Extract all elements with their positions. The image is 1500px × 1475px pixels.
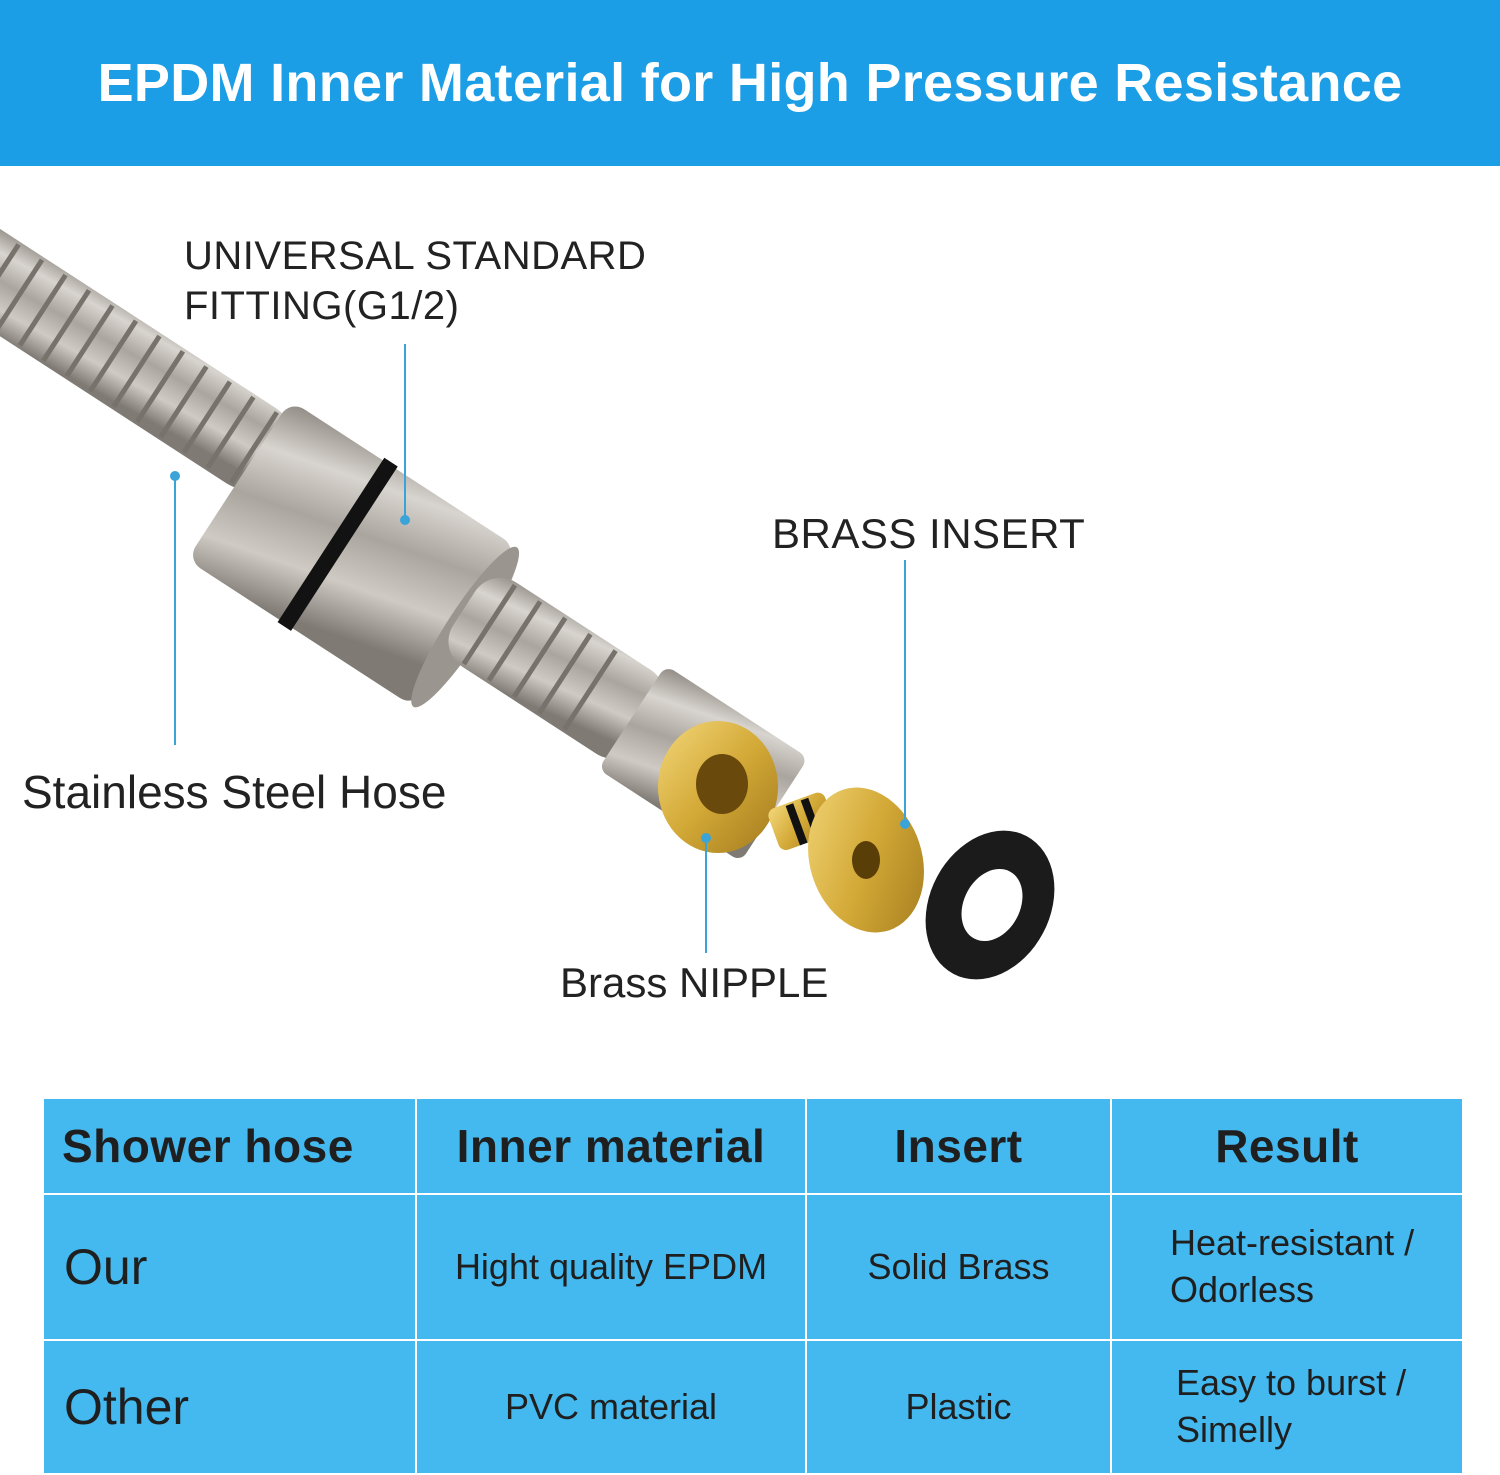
- row-material: PVC material: [415, 1339, 807, 1475]
- row-name: Our: [42, 1193, 417, 1341]
- row-result: Easy to burst / Simelly: [1110, 1339, 1464, 1475]
- row-result: Heat-resistant / Odorless: [1110, 1193, 1464, 1341]
- nipple-label: Brass NIPPLE: [560, 959, 829, 1006]
- fitting-label-line2: FITTING(G1/2): [184, 284, 460, 328]
- row-result-line1: Easy to burst /: [1176, 1362, 1407, 1404]
- stainless-steel-hose: [0, 210, 294, 490]
- header-banner: EPDM Inner Material for High Pressure Re…: [0, 0, 1500, 166]
- row-result-line2: Odorless: [1170, 1269, 1315, 1310]
- rubber-washer: [925, 830, 1055, 980]
- fitting-label: UNIVERSAL STANDARD FITTING(G1/2): [184, 231, 646, 331]
- hose-label: Stainless Steel Hose: [22, 766, 447, 818]
- row-result-line1: Heat-resistant /: [1170, 1222, 1415, 1264]
- table-row: Our Hight quality EPDM Solid Brass Heat-…: [42, 1193, 1464, 1341]
- fitting-label-line1: UNIVERSAL STANDARD: [184, 234, 647, 278]
- header-shower-hose: Shower hose: [42, 1097, 417, 1195]
- row-name: Other: [42, 1339, 417, 1475]
- brass-insert: [768, 787, 924, 933]
- header-result: Result: [1110, 1097, 1464, 1195]
- table-row: Other PVC material Plastic Easy to burst…: [42, 1339, 1464, 1475]
- row-result-line2: Simelly: [1176, 1409, 1293, 1450]
- brass-insert-label: BRASS INSERT: [772, 510, 1086, 557]
- callout-leaders: [170, 344, 910, 953]
- row-insert: Plastic: [805, 1339, 1112, 1475]
- comparison-table: Shower hose Inner material Insert Result…: [42, 1097, 1464, 1475]
- page-title: EPDM Inner Material for High Pressure Re…: [97, 53, 1403, 113]
- brass-nipple: [658, 721, 778, 853]
- header-inner-material: Inner material: [415, 1097, 807, 1195]
- table-header-row: Shower hose Inner material Insert Result: [42, 1097, 1464, 1195]
- row-insert: Solid Brass: [805, 1193, 1112, 1341]
- row-material: Hight quality EPDM: [415, 1193, 807, 1341]
- header-insert: Insert: [805, 1097, 1112, 1195]
- product-illustration: [0, 210, 1055, 980]
